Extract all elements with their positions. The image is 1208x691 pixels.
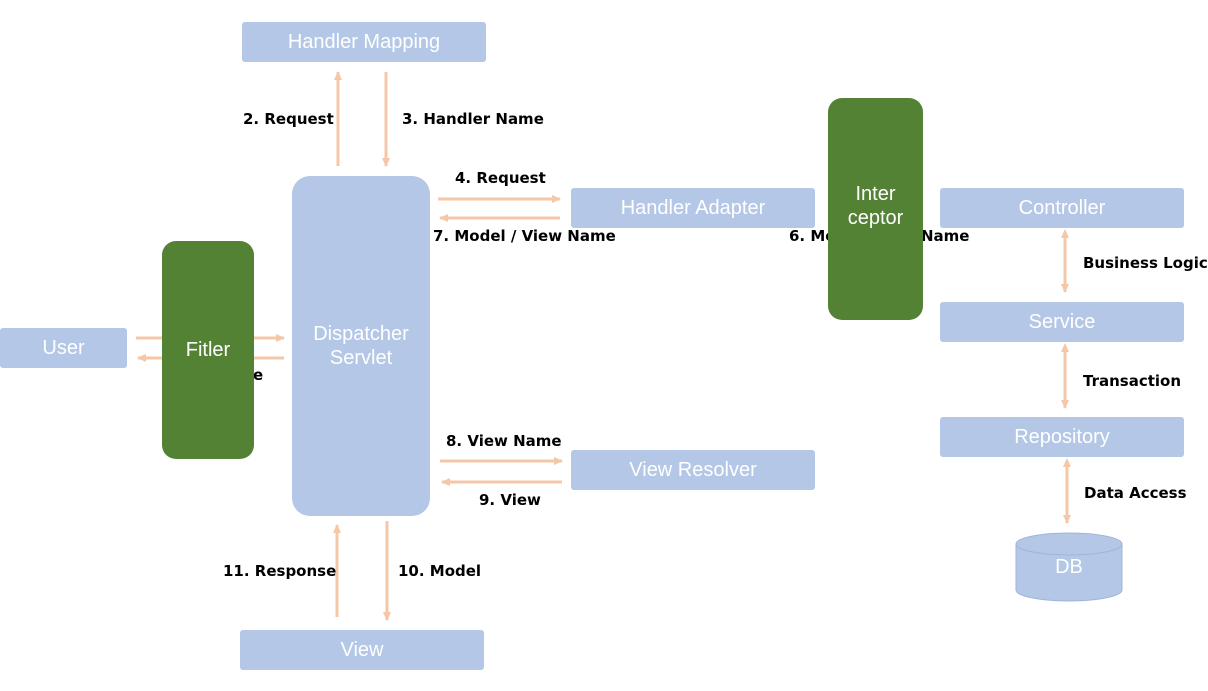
dispatcher-label-line1: Dispatcher <box>313 323 409 345</box>
label-data-access: Data Access <box>1084 484 1187 502</box>
label-view-name-8: 8. View Name <box>446 432 562 450</box>
user-label: User <box>42 336 85 359</box>
view-resolver-box: View Resolver <box>571 450 815 490</box>
filter-label: Fitler <box>185 339 231 361</box>
dispatcher-servlet-box: Dispatcher Servlet <box>292 176 430 516</box>
interceptor-label-line1: Inter <box>855 183 896 205</box>
view-box: View <box>240 630 484 670</box>
repository-label: Repository <box>1014 425 1110 448</box>
interceptor-box: Inter ceptor <box>828 98 923 320</box>
repository-box: Repository <box>940 417 1184 457</box>
controller-box: Controller <box>940 188 1184 228</box>
label-business-logic: Business Logic <box>1083 254 1208 272</box>
controller-label: Controller <box>1018 196 1106 219</box>
handler-mapping-label: Handler Mapping <box>287 30 441 53</box>
service-box: Service <box>940 302 1184 342</box>
view-label: View <box>340 638 384 661</box>
label-model-view-name-7: 7. Model / View Name <box>433 227 616 245</box>
service-label: Service <box>1028 310 1096 333</box>
handler-adapter-box: Handler Adapter <box>571 188 815 228</box>
db-label: DB <box>1055 556 1083 578</box>
label-transaction: Transaction <box>1083 372 1182 390</box>
label-handler-name-3: 3. Handler Name <box>402 110 544 128</box>
db-cylinder <box>1015 532 1123 602</box>
handler-adapter-label: Handler Adapter <box>620 196 766 219</box>
label-response-11: 11. Response <box>223 562 337 580</box>
label-view-9: 9. View <box>479 491 541 509</box>
label-model-view-name-6-right: Name <box>921 227 970 245</box>
view-resolver-label: View Resolver <box>629 458 757 481</box>
label-model-view-name-6-left: 6. Mo <box>789 227 836 245</box>
handler-mapping-box: Handler Mapping <box>242 22 486 62</box>
label-request-2: 2. Request <box>243 110 334 128</box>
label-model-10: 10. Model <box>398 562 482 580</box>
filter-box: Fitler <box>162 241 254 459</box>
user-box: User <box>0 328 127 368</box>
label-request-4: 4. Request <box>455 169 546 187</box>
dispatcher-label-line2: Servlet <box>329 347 393 369</box>
interceptor-label-line2: ceptor <box>847 207 904 229</box>
label-filter-hidden-suffix: e <box>253 366 264 384</box>
